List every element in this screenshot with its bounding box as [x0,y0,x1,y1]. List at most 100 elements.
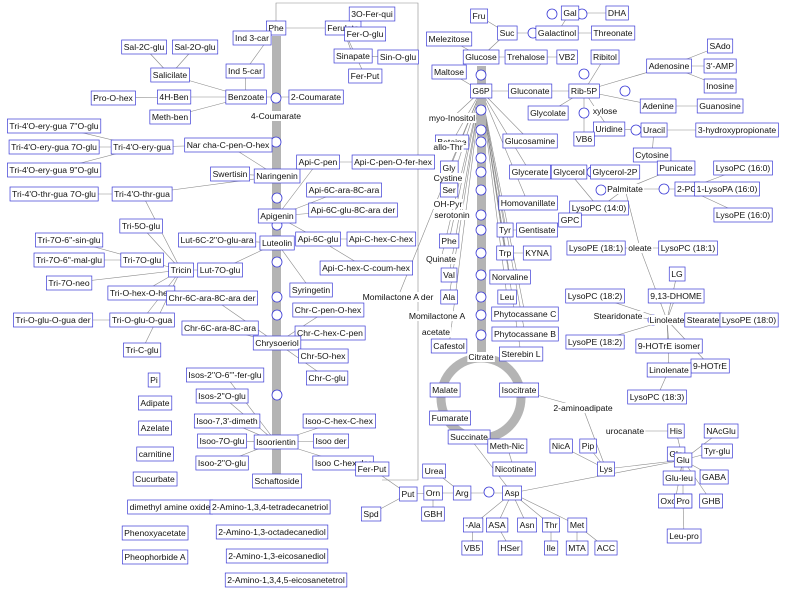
label-backdrop [433,210,471,220]
junction-node [475,209,487,221]
metabolite-isos2oglu: Isos-2''O-glu [195,388,249,404]
reaction-edge [480,90,531,142]
metabolite-box [463,517,484,533]
metabolite-label: 3O-Fer-qui [351,9,393,19]
metabolite-box [568,83,600,99]
metabolite-gentisate: Gentisate [516,222,558,238]
metabolite-sterebinl: Sterebin L [499,346,544,362]
metabolite-label: Stearidonate [594,311,643,321]
metabolite-label: LysoPE (16:0) [716,210,770,220]
metabolite-box [252,335,302,351]
metabolite-box [713,160,773,176]
metabolite-ferput: Fer-Put [348,68,383,84]
junction-node [546,8,558,20]
metabolite-tricin: Tricin [168,262,194,278]
metabolite-label: Nar cha-C-pen-O-hex [187,140,270,150]
metabolite-box [181,320,259,336]
metabolite-cystine: Cystine [432,173,464,183]
metabolite-cafestol: Cafestol [430,338,468,354]
metabolite-sinoglu: Sin-O-glu [377,49,419,65]
metabolite-label: Malate [432,385,458,395]
metabolite-label: Inosine [706,81,734,91]
metabolite-box [377,49,419,65]
metabolite-box [656,160,696,176]
metabolite-hydroxyprop: 3-hydroxypropionate [695,122,779,138]
metabolite-malate: Malate [429,382,461,398]
metabolite-label: Api-C-hex-C-hex [349,234,414,244]
metabolite-box [470,8,489,24]
metabolite-label: Gly [443,163,457,173]
label-backdrop [432,142,464,152]
metabolite-label: Fer-Put [358,464,387,474]
metabolite-api6cara: Api-6C-ara-8C-ara [306,182,382,198]
junction-node [475,104,487,116]
metabolite-label: Tri-4'O-ery-gua 7''O-glu [9,121,98,131]
metabolite-box [252,473,303,489]
metabolite-feroglu: Fer-O-glu [344,26,386,42]
label-backdrop [604,426,646,436]
metabolite-dha: DHA [605,5,629,21]
metabolite-label: Tri-4'O-thr-gua 7O-glu [12,189,96,199]
metabolite-stearidonate: Stearidonate [592,311,644,321]
metabolite-label: Arg [455,488,469,498]
junction-node [475,152,487,164]
metabolite-label: serotonin [434,210,470,220]
metabolite-label: 4H-Ben [159,92,188,102]
metabolite-palmitate: Palmitate [606,184,645,194]
metabolite-box [508,83,553,99]
metabolite-box [193,413,261,429]
metabolite-box [119,218,163,234]
metabolite-nacglu: NAcGlu [703,423,739,439]
metabolite-label: Urea [425,466,444,476]
metabolite-trioerygua7o: Tri-4'O-ery-gua 7''O-glu [7,118,102,134]
metabolite-box [210,166,250,182]
metabolite-label: Isoo-C-hex-C-hex [305,416,374,426]
metabolite-label: GHB [702,496,721,506]
metabolite-glycolate: Glycolate [527,105,569,121]
metabolite-label: Maltose [434,67,464,77]
metabolite-label: Tri-4'O-thr-gua [114,189,170,199]
metabolite-box [594,540,618,556]
metabolite-box [292,302,365,318]
metabolite-box [197,262,243,278]
metabolite-label: Tri-O-glu-O-gua der [15,315,90,325]
metabolite-label: 9-HOTrE isomer [638,341,700,351]
metabolite-box [517,517,537,533]
metabolite-arg: Arg [452,485,472,501]
metabolite-label: Chr-C-glu [308,373,345,383]
metabolite-cucurbate: Cucurbate [132,471,178,487]
junction-node [271,291,283,303]
metabolite-label: Chr-C-hex-C-pen [297,328,363,338]
metabolite-label: 2-PG [677,184,697,194]
metabolite-label: DHA [608,8,626,18]
metabolite-label: Phe [441,236,457,246]
metabolite-acc: ACC [594,540,618,556]
metabolite-label: Threonate [593,28,632,38]
metabolite-api6cglu: Api-6C-glu [295,231,341,247]
metabolite-label: Isoo-2''O-glu [198,458,246,468]
metabolite-isocitrate: Isocitrate [499,382,539,398]
metabolite-narchac: Nar cha-C-pen-O-hex [184,137,273,153]
metabolite-label: Glycerate [512,167,549,177]
metabolite-nica: NicA [549,438,573,454]
metabolite-tri7omalglu: Tri-7O-6''-mal-glu [33,252,105,268]
metabolite-box [296,154,340,170]
metabolite-ind3car: Ind 3-car [232,30,272,46]
junction-node [475,309,487,321]
reaction-edge [276,242,312,291]
metabolite-box [527,105,569,121]
metabolite-aminoadipate: 2-aminoadipate [552,403,614,413]
metabolite-label: Tri-7O-glu [123,255,162,265]
junction-node [270,92,282,104]
metabolite-box [421,506,445,522]
metabolite-cytosine: Cytosine [632,147,672,163]
metabolite-luteolin: Luteolin [259,235,295,251]
metabolite-box [136,446,174,462]
metabolite-label: Cystine [434,173,463,183]
metabolite-his: His [667,423,685,439]
metabolite-box [590,49,620,65]
metabolite-label: LysoPC (18:1) [661,243,716,253]
metabolite-ser: Ser [439,182,459,198]
